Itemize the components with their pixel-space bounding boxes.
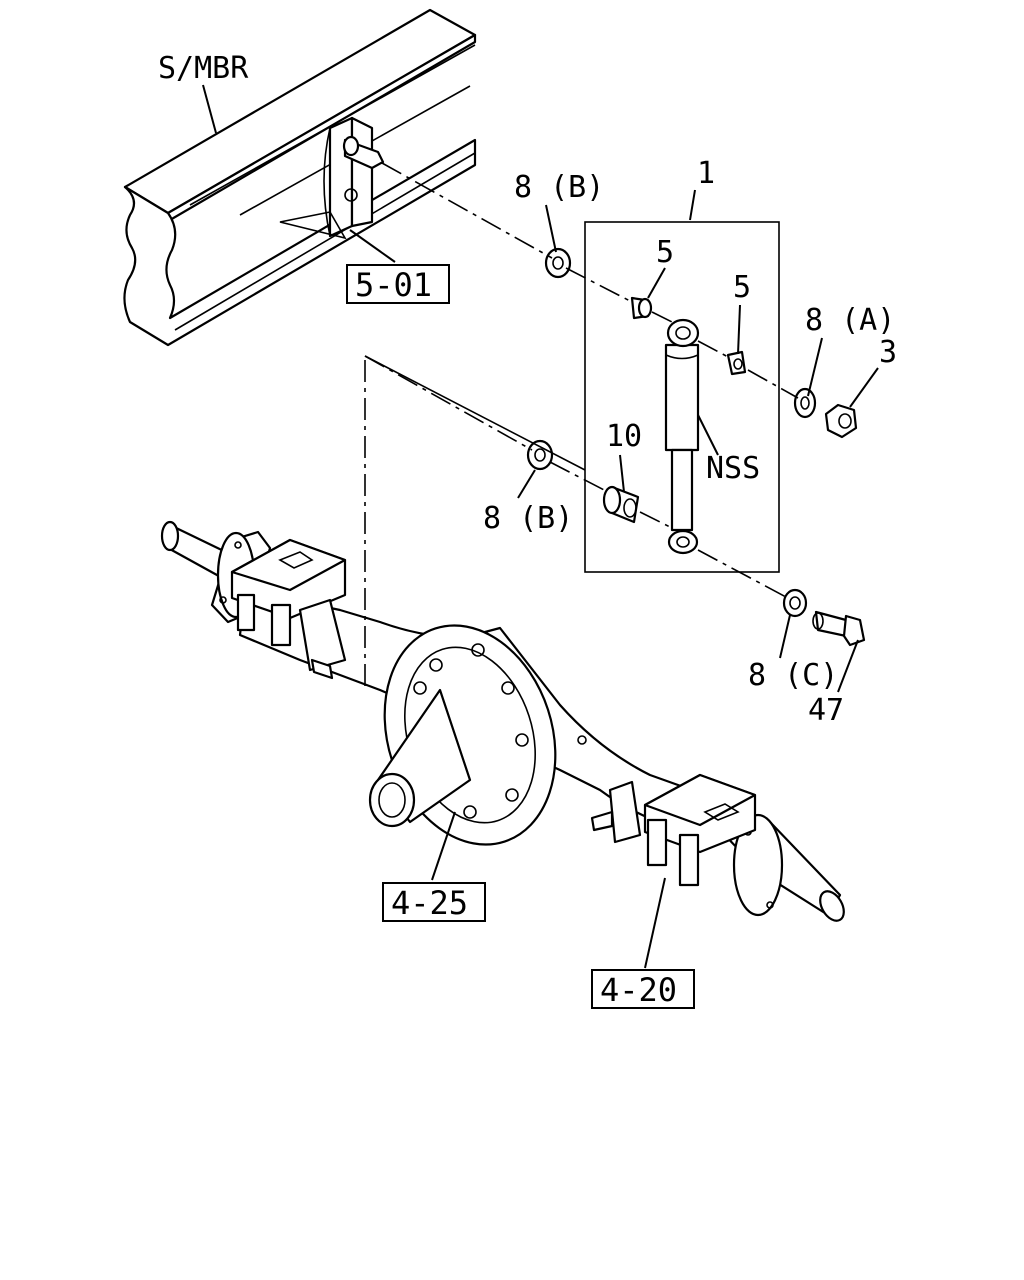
label-bushing-5-left: 5 [656, 235, 674, 270]
bolt-47 [812, 610, 866, 647]
axle-mount-guide-line [364, 355, 586, 471]
washer-8b-upper [544, 247, 572, 279]
ref-box-5-01[interactable]: 5-01 [346, 264, 450, 304]
label-s-mbr: S/MBR [158, 51, 249, 86]
ref-label-4-20: 4-20 [600, 971, 677, 1009]
left-spring-seat [230, 538, 347, 680]
frame-side-member [123, 8, 477, 347]
bushing-10 [602, 485, 640, 524]
washer-8c [782, 588, 808, 618]
label-washer-8c: 8 (C) [748, 658, 838, 693]
bushing-5-left [630, 296, 653, 320]
label-bushing-10: 10 [606, 419, 642, 454]
washer-8a [793, 387, 817, 419]
bushing-5-right [726, 350, 747, 376]
label-washer-8b-upper: 8 (B) [514, 170, 604, 205]
ref-label-5-01: 5-01 [355, 266, 432, 304]
assembly-centerlines [364, 162, 799, 690]
label-nut-3: 3 [879, 335, 897, 370]
shock-absorber [664, 318, 700, 555]
ref-label-4-25: 4-25 [391, 884, 468, 922]
label-assembly-1: 1 [697, 156, 715, 191]
ref-box-4-25[interactable]: 4-25 [382, 882, 486, 922]
leader-lines [202, 84, 879, 969]
washer-8b-lower [526, 439, 554, 471]
nut-3 [824, 403, 858, 439]
label-washer-8b-lower: 8 (B) [483, 501, 573, 536]
right-spring-seat [590, 773, 757, 887]
assembly-boundary-box [584, 221, 780, 573]
label-bushing-5-right: 5 [733, 270, 751, 305]
label-washer-8a: 8 (A) [805, 303, 895, 338]
label-bolt-47: 47 [808, 693, 844, 728]
ref-box-4-20[interactable]: 4-20 [591, 969, 695, 1009]
label-nss: NSS [706, 451, 760, 486]
